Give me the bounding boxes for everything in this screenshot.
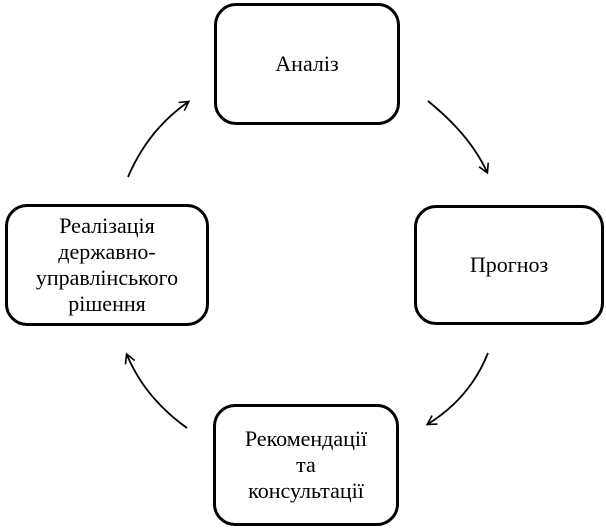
node-forecast: Прогноз [414, 205, 604, 325]
node-analysis: Аналіз [214, 3, 400, 125]
arrow-implementation-to-analysis [127, 100, 191, 178]
node-implementation: Реалізація державно- управлінського ріше… [5, 204, 209, 326]
arrow-recommendations-to-implementation [124, 352, 188, 429]
node-recommendations: Рекомендації та консультації [213, 404, 399, 526]
arrow-analysis-to-forecast [427, 100, 489, 175]
node-forecast-label: Прогноз [469, 252, 549, 277]
node-analysis-label: Аналіз [275, 51, 339, 76]
arrow-forecast-to-recommendations [425, 352, 489, 426]
node-implementation-label: Реалізація державно- управлінського ріше… [35, 213, 179, 316]
node-recommendations-label: Рекомендації та консультації [244, 426, 368, 503]
